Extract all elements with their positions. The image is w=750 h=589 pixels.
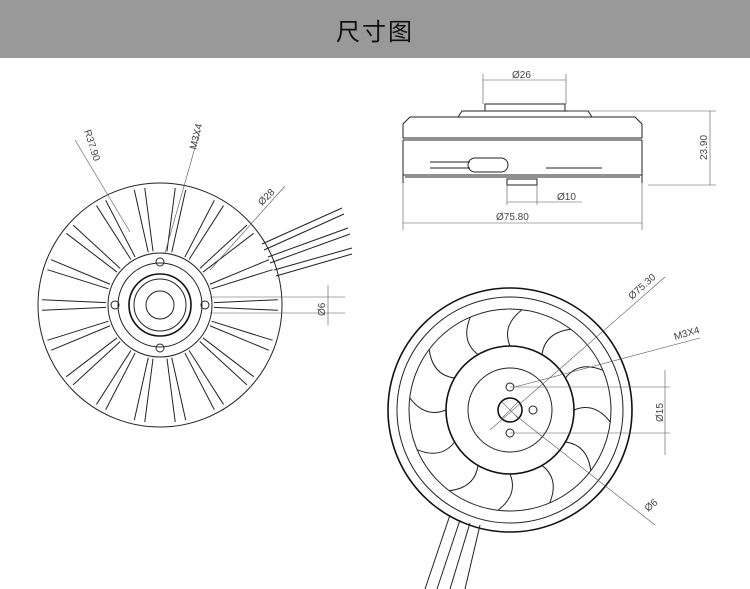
shaft — [145, 290, 175, 320]
screw-hole — [110, 300, 120, 310]
page-title: 尺寸图 — [336, 17, 414, 46]
spoke — [50, 259, 111, 285]
spoke — [133, 357, 149, 421]
motor-bottom-view: Ø75.30 M3X4 Ø15 Ø6 — [387, 272, 702, 589]
spoke — [184, 200, 215, 258]
screw-hole — [528, 405, 538, 415]
spoke — [105, 200, 136, 258]
fan-blade — [507, 309, 523, 347]
screw-label: M3X4 — [673, 325, 702, 343]
screw-hole — [155, 343, 165, 353]
spoke — [47, 269, 109, 290]
spoke — [47, 320, 109, 341]
diameter-label: Ø28 — [256, 187, 277, 208]
fan-blade — [428, 349, 455, 379]
fan-blade — [497, 473, 513, 511]
spoke — [65, 337, 118, 378]
fan-blade — [565, 366, 604, 379]
motor-wires — [424, 514, 481, 589]
motor-wires — [261, 207, 353, 277]
spoke — [72, 224, 121, 269]
spoke — [213, 299, 278, 304]
spoke — [166, 358, 176, 423]
spoke — [144, 358, 154, 423]
shaft-collar — [506, 178, 538, 186]
shaft-label: Ø6 — [643, 497, 661, 514]
spoke — [188, 205, 224, 260]
fan-ring — [408, 308, 612, 512]
fan-blade — [541, 328, 571, 355]
shaft — [497, 397, 523, 423]
fan-blade — [565, 441, 592, 471]
spoke — [65, 232, 118, 273]
hub — [128, 273, 192, 337]
rim-inner — [396, 296, 624, 524]
hole-spacing-label: Ø15 — [655, 403, 666, 422]
spoke — [211, 269, 273, 290]
fan-blades — [409, 309, 611, 511]
inner-ring — [107, 252, 213, 358]
body-diameter-label: Ø75.80 — [496, 212, 529, 223]
spoke — [171, 357, 187, 421]
spoke — [42, 299, 107, 304]
bearing — [133, 278, 187, 332]
spoke — [199, 341, 248, 386]
spoke — [144, 187, 154, 252]
spoke — [184, 352, 215, 410]
shaft-label: Ø10 — [557, 192, 576, 203]
screw-hole — [155, 257, 165, 267]
spoke — [42, 306, 107, 311]
spoke — [202, 337, 255, 378]
outer-rim — [387, 287, 633, 533]
spoke — [213, 306, 278, 311]
spoke — [105, 352, 136, 410]
mount-ring — [117, 262, 203, 348]
spoke — [171, 189, 187, 253]
spoke — [211, 320, 273, 341]
spoke — [96, 205, 132, 260]
spoke — [202, 232, 255, 273]
outer-rim — [37, 182, 283, 428]
fan-blade — [466, 316, 479, 355]
spoke — [199, 224, 248, 269]
spoke — [188, 350, 224, 405]
spoke — [96, 350, 132, 405]
header-bar: 尺寸图 — [0, 0, 750, 58]
screw-label: M3X4 — [188, 122, 205, 150]
spokes — [42, 187, 278, 423]
spoke — [50, 325, 111, 351]
fan-blade — [416, 441, 455, 454]
radius-label: R37.90 — [81, 129, 102, 163]
spoke — [72, 341, 121, 386]
screw-hole — [200, 300, 210, 310]
base-ring — [445, 345, 575, 475]
fan-blade — [409, 397, 447, 413]
top-diameter-label: Ø26 — [512, 70, 531, 81]
wire-exit — [467, 157, 509, 173]
motor-side-view: Ø26 23.90 Ø10 Ø75.80 — [402, 70, 716, 230]
hub — [467, 367, 553, 453]
fan-blade — [449, 465, 479, 492]
spoke — [209, 325, 270, 351]
shaft-label: Ø6 — [317, 302, 328, 316]
spoke — [133, 189, 149, 253]
spoke — [209, 259, 270, 285]
height-label: 23.90 — [699, 135, 710, 160]
motor-top-view: R37.90 M3X4 Ø28 Ø6 — [37, 122, 353, 428]
fan-blade — [573, 407, 611, 423]
fan-blade — [541, 465, 554, 504]
